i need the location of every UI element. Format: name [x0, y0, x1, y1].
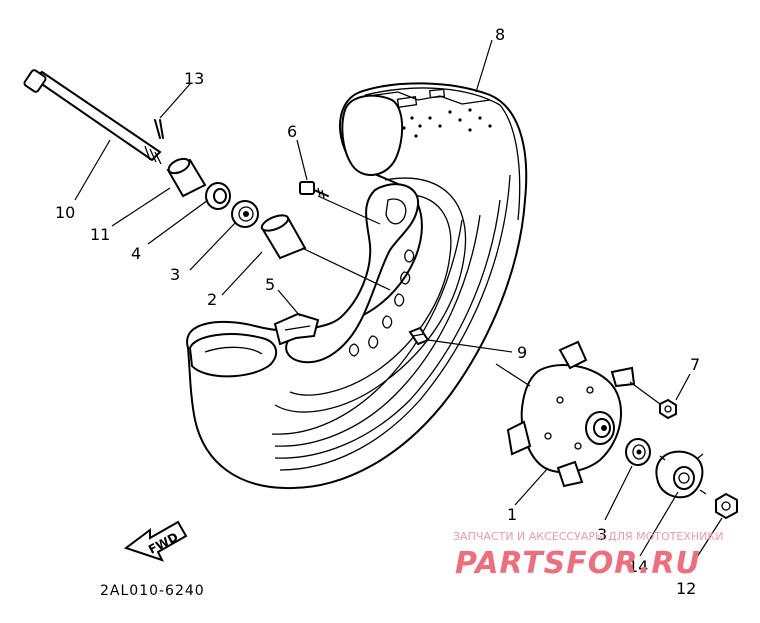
axle-part-10 [23, 69, 162, 165]
gear-unit-part-14 [655, 450, 707, 499]
watermark: ЗАПЧАСТИ И АКСЕССУАРЫ ДЛЯ МОТОТЕХНИКИ PA… [453, 530, 723, 581]
nut-part-7 [659, 398, 677, 420]
callout-10: 10 [55, 203, 75, 222]
callout-4: 4 [131, 244, 141, 263]
spacer-tube-part-2 [260, 214, 307, 260]
bolt-part-6 [299, 181, 329, 199]
diagram-code: 2AL010-6240 [100, 583, 205, 599]
callout-9: 9 [517, 343, 527, 362]
callout-3-upper: 3 [170, 265, 180, 284]
callout-14: 14 [628, 557, 648, 576]
leader-lines [74, 39, 723, 569]
callout-8: 8 [495, 25, 505, 44]
callout-12: 12 [676, 579, 696, 598]
cotter-pin-part-13 [154, 119, 164, 139]
callout-2: 2 [207, 290, 217, 309]
spacer-part-11 [166, 157, 207, 198]
bearing-part-3-upper [231, 200, 259, 228]
bearing-part-3-lower [625, 438, 651, 466]
callout-13: 13 [184, 69, 204, 88]
callout-11: 11 [90, 225, 110, 244]
watermark-brand: PARTSFOR.RU [455, 546, 701, 581]
callout-7: 7 [690, 355, 700, 374]
callout-3-lower: 3 [597, 525, 607, 544]
callout-1: 1 [507, 505, 517, 524]
callout-6: 6 [287, 122, 297, 141]
oil-seal-part-4 [205, 182, 231, 210]
callout-5: 5 [265, 275, 275, 294]
forward-arrow: FWD [123, 520, 188, 562]
hub-part-1 [506, 340, 636, 488]
watermark-tagline: ЗАПЧАСТИ И АКСЕССУАРЫ ДЛЯ МОТОТЕХНИКИ [453, 530, 723, 543]
tire-and-rim [186, 82, 528, 490]
axle-nut-part-12 [715, 492, 738, 520]
callout-labels: 8 13 6 10 11 4 3 2 5 9 7 1 3 14 12 [55, 25, 700, 598]
